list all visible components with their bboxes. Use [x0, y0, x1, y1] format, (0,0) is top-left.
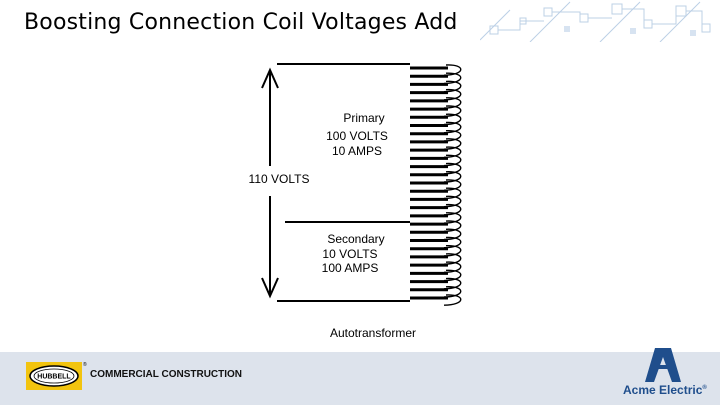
coil-turn-loop	[443, 72, 462, 85]
winding-leads	[277, 63, 410, 302]
coil-turn-loop	[443, 228, 462, 241]
slide-title: Boosting Connection Coil Voltages Add	[24, 10, 458, 35]
hubbell-logo: HUBBELL	[26, 362, 82, 390]
coil-turn-loop	[443, 64, 462, 76]
coil-turn-loop	[443, 195, 462, 208]
coil-turn-loop	[443, 80, 462, 93]
coil-turn-loop	[443, 171, 462, 183]
coil-turn-loop	[443, 97, 462, 109]
primary-current: 10 AMPS	[332, 144, 382, 158]
secondary-voltage: 10 VOLTS	[322, 247, 377, 261]
coil-turn-loop	[443, 203, 462, 216]
acme-electric-logo	[645, 348, 681, 382]
primary-title: Primary	[343, 111, 384, 125]
coil-turn-loop	[443, 105, 462, 117]
coil-turn-loop	[443, 121, 462, 134]
coil-turn-loop	[443, 187, 462, 200]
coil-turn-loop	[443, 236, 462, 249]
coil-turn-loop	[443, 138, 462, 150]
diagram-caption: Autotransformer	[330, 326, 416, 340]
coil-turn-loop	[443, 220, 462, 232]
coil-turn-loop	[443, 253, 462, 265]
coil-turn-loop	[443, 154, 462, 167]
footer-company-text: COMMERCIAL CONSTRUCTION	[90, 369, 243, 380]
secondary-current: 100 AMPS	[322, 261, 379, 275]
coil-turn-loop	[443, 146, 462, 159]
coil-turn-loop	[443, 245, 462, 257]
secondary-title: Secondary	[327, 232, 384, 246]
coil-turn-loop	[443, 286, 462, 298]
coil-turn-loop	[443, 269, 462, 282]
trademark-mark: ®	[83, 362, 87, 368]
circuit-pattern-decoration	[480, 1, 711, 42]
coil-winding	[410, 64, 462, 306]
header-band: Boosting Connection Coil Voltages Add	[0, 0, 720, 42]
coil-turn-loop	[443, 130, 462, 142]
total-voltage-label: 110 VOLTS	[249, 172, 310, 186]
svg-text:HUBBELL: HUBBELL	[37, 374, 71, 381]
coil-turn-loop	[443, 277, 462, 290]
voltage-arrow	[261, 67, 279, 299]
coil-turn-loop	[443, 162, 462, 175]
coil-turn-loop	[443, 261, 462, 274]
coil-turn-loop	[443, 294, 462, 306]
arrowhead-up	[261, 67, 279, 89]
arrowhead-down	[261, 277, 279, 299]
coil-turn-loop	[443, 113, 462, 126]
coil-turn-loop	[443, 88, 462, 101]
coil-turn-loop	[443, 212, 462, 224]
primary-voltage: 100 VOLTS	[326, 129, 388, 143]
coil-turn-loop	[443, 179, 462, 191]
footer-band: HUBBELL ® COMMERCIAL CONSTRUCTION	[0, 352, 720, 405]
acme-electric-wordmark: Acme Electric®	[623, 383, 707, 397]
